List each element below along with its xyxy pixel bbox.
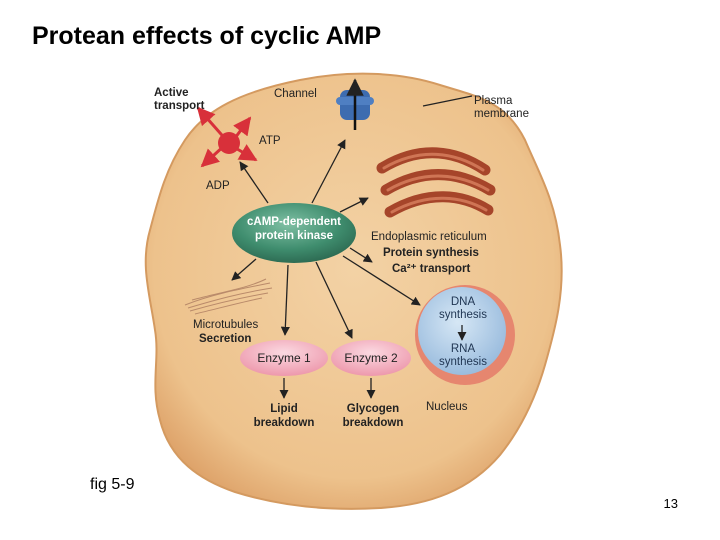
figure-caption: fig 5-9	[90, 476, 135, 493]
enzyme-1	[240, 340, 328, 376]
slide-title: Protean effects of cyclic AMP	[32, 22, 382, 50]
enzyme-2	[331, 340, 411, 376]
enzyme-2-label: Enzyme 2	[344, 351, 398, 365]
enzyme-1-label: Enzyme 1	[257, 351, 311, 365]
signal-arrows	[231, 139, 467, 399]
nucleus-label: Nucleus	[426, 401, 468, 413]
active-transport-pump	[196, 106, 258, 168]
adp-label: ADP	[206, 180, 230, 192]
protein-kinase	[232, 203, 356, 263]
secretion-label: Secretion	[199, 333, 251, 345]
cell-body	[144, 72, 563, 510]
microtubules	[184, 278, 273, 315]
channel-label: Channel	[274, 88, 317, 100]
protein-synthesis-label: Protein synthesis	[383, 247, 479, 259]
atp-label: ATP	[259, 135, 281, 147]
page-number: 13	[663, 496, 678, 511]
er-label: Endoplasmic reticulum	[371, 231, 487, 243]
microtubules-label: Microtubules	[193, 319, 258, 331]
ca-transport-label: Ca²⁺ transport	[392, 263, 470, 275]
channel-protein	[336, 78, 374, 130]
